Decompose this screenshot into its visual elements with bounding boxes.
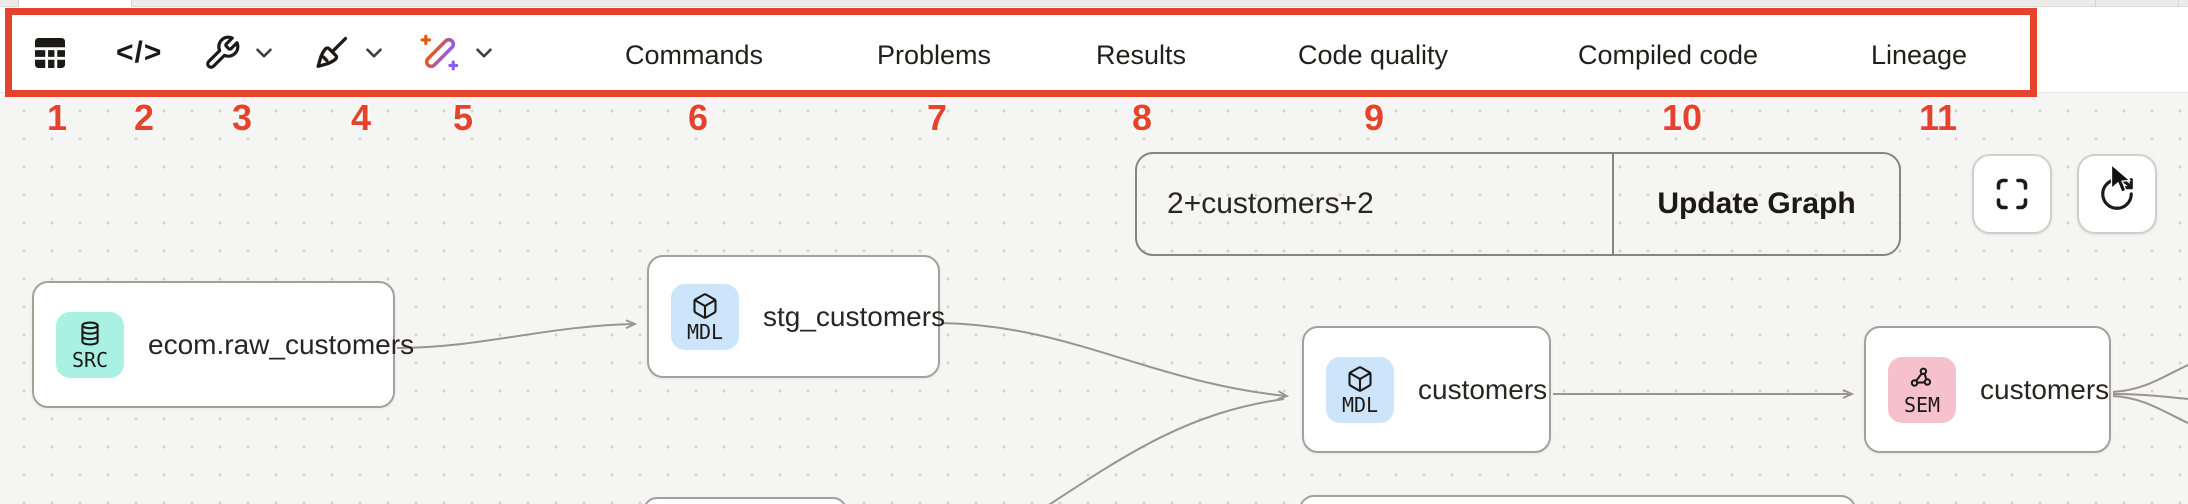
code-icon: </>	[116, 36, 163, 69]
database-icon	[81, 321, 99, 346]
fullscreen-button[interactable]	[1972, 154, 2052, 234]
chevron-down-icon[interactable]	[471, 40, 497, 66]
source-badge: SRC	[56, 311, 124, 378]
chevron-down-icon[interactable]	[361, 40, 387, 66]
annotation-mark-4: 4	[350, 97, 372, 138]
badge-label: MDL	[1341, 392, 1379, 417]
fullscreen-icon	[1996, 178, 2028, 210]
tab-problems[interactable]: Problems	[876, 40, 992, 70]
divider	[2095, 0, 2096, 7]
annotation-mark-5: 5	[452, 97, 474, 138]
annotation-mark-9: 9	[1363, 97, 1385, 138]
tab-compiled-code[interactable]: Compiled code	[1577, 40, 1759, 70]
lineage-node-partial-right[interactable]	[1299, 495, 1856, 504]
model-badge: MDL	[671, 283, 739, 350]
share-network-icon	[1910, 367, 1932, 387]
update-graph-button[interactable]: Update Graph	[1657, 187, 1856, 220]
badge-label: SEM	[1903, 392, 1941, 417]
graph-filter-input[interactable]: 2+customers+2	[1137, 154, 1614, 254]
magic-wand-icon	[420, 34, 459, 71]
lineage-node-customers-model[interactable]: MDL customers	[1302, 326, 1551, 453]
node-label: ecom.raw_customers	[148, 328, 415, 360]
lineage-node-partial-left[interactable]	[643, 497, 847, 504]
lineage-edges	[396, 93, 2188, 504]
window-top-strip	[0, 0, 2188, 7]
tab-code-quality[interactable]: Code quality	[1297, 40, 1449, 70]
refresh-button[interactable]	[2077, 154, 2157, 234]
annotation-mark-11: 11	[1918, 97, 1958, 138]
annotation-mark-7: 7	[926, 97, 948, 138]
annotation-mark-1: 1	[46, 97, 68, 138]
lineage-node-customers-semantic[interactable]: SEM customers	[1864, 326, 2111, 453]
lineage-node-raw-customers[interactable]: SRC ecom.raw_customers	[32, 281, 414, 408]
tab-commands[interactable]: Commands	[624, 40, 764, 70]
divider	[2178, 0, 2179, 7]
node-label: stg_customers	[763, 300, 946, 332]
table-button[interactable]	[30, 31, 70, 75]
tab-lineage[interactable]: Lineage	[1870, 40, 1968, 70]
cube-icon	[693, 292, 717, 319]
annotation-mark-6: 6	[687, 97, 709, 138]
graph-filter-group: 2+customers+2 Update Graph	[1135, 152, 1901, 256]
tab-results[interactable]: Results	[1095, 40, 1187, 70]
format-button[interactable]	[203, 31, 277, 75]
wrench-icon	[206, 35, 240, 69]
badge-label: MDL	[686, 319, 724, 344]
semantic-badge: SEM	[1888, 356, 1956, 423]
table-icon	[35, 38, 65, 68]
badge-label: SRC	[71, 347, 109, 372]
model-badge: MDL	[1326, 356, 1394, 423]
annotation-mark-2: 2	[133, 97, 155, 138]
browser-tab-stub	[18, 0, 132, 7]
annotation-mark-10: 10	[1661, 97, 1703, 138]
lineage-node-stg-customers[interactable]: MDL stg_customers	[647, 255, 945, 378]
clean-button[interactable]	[311, 31, 387, 75]
annotation-mark-8: 8	[1131, 97, 1153, 138]
ai-assist-button[interactable]	[419, 31, 497, 75]
code-button[interactable]: </>	[116, 31, 162, 75]
brush-icon	[316, 36, 348, 69]
annotation-mark-3: 3	[231, 97, 253, 138]
editor-toolbar: </>	[0, 7, 2188, 93]
cube-icon	[1348, 365, 1372, 392]
node-label: customers	[1980, 373, 2110, 405]
refresh-icon	[2101, 178, 2133, 210]
chevron-down-icon[interactable]	[251, 40, 277, 66]
node-label: customers	[1418, 373, 1548, 405]
lineage-canvas[interactable]: 2+customers+2 Update Graph	[0, 93, 2188, 504]
